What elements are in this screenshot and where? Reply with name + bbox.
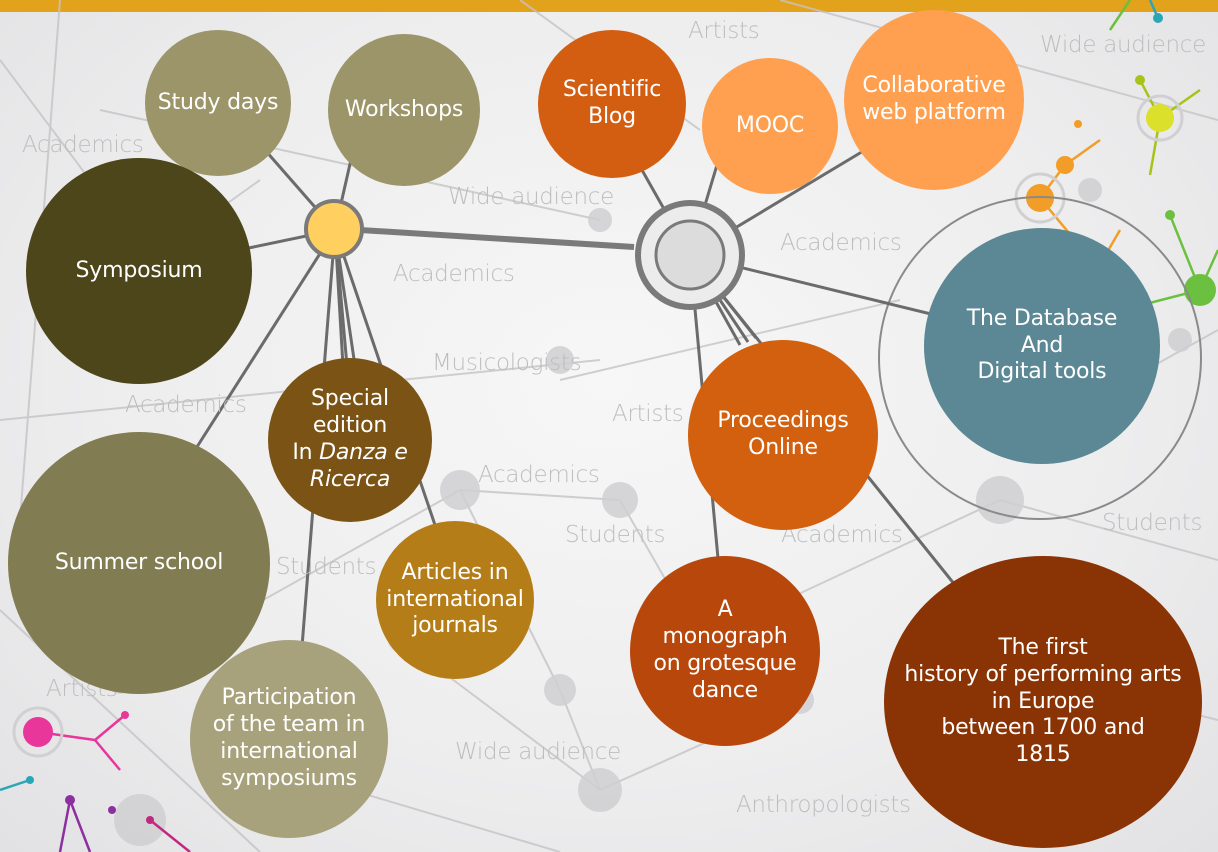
label-academics-mid-left: Academics xyxy=(125,392,247,418)
special-edition-line1: Special xyxy=(311,386,389,412)
monograph-line3: on grotesque xyxy=(653,651,797,676)
first-history-line1: The first xyxy=(998,634,1088,660)
label-wide-audience-top-right: Wide audience xyxy=(1040,32,1206,58)
monograph-line4: dance xyxy=(691,677,759,703)
monograph-line1: A xyxy=(717,597,733,623)
collaborative-line2: web platform xyxy=(862,100,1006,125)
node-summer-school: Summer school xyxy=(8,432,270,694)
top-accent-bar xyxy=(0,0,1218,12)
node-participation: Participation of the team in internation… xyxy=(190,640,388,838)
label-students-right: Students xyxy=(1102,510,1203,536)
articles-line2: international xyxy=(386,586,524,612)
node-special-edition: Special edition In Danza e Ricerca xyxy=(268,358,432,522)
label-students-mid: Students xyxy=(565,522,666,548)
node-database: The Database And Digital tools xyxy=(924,228,1160,464)
special-edition-journal-name-part1: Danza e xyxy=(319,440,408,465)
special-edition-line3-prefix: In xyxy=(292,440,320,465)
node-collaborative-platform: Collaborative web platform xyxy=(844,10,1024,190)
label-anthropologists: Anthropologists xyxy=(736,792,911,818)
label-wide-audience-bottom: Wide audience xyxy=(455,739,621,765)
articles-line1: Articles in xyxy=(401,559,509,585)
first-history-line5: 1815 xyxy=(1015,742,1071,768)
node-workshops: Workshops xyxy=(328,34,480,186)
scientific-blog-line2: Blog xyxy=(588,104,636,129)
node-mooc: MOOC xyxy=(702,58,838,194)
node-summer-school-label: Summer school xyxy=(54,549,224,575)
special-edition-line2: edition xyxy=(312,413,388,439)
articles-line3: journals xyxy=(412,613,498,639)
scientific-blog-line1: Scientific xyxy=(562,77,662,103)
left-hub-node xyxy=(304,199,364,259)
label-students-left: Students xyxy=(276,554,377,580)
node-study-days: Study days xyxy=(145,30,291,176)
node-first-history: The first history of performing arts in … xyxy=(884,556,1202,848)
first-history-line4: between 1700 and xyxy=(941,715,1145,741)
node-mooc-label: MOOC xyxy=(735,112,805,138)
node-proceedings: Proceedings Online xyxy=(688,340,878,530)
proceedings-line1: Proceedings xyxy=(717,408,849,434)
participation-line2: of the team in xyxy=(212,712,366,738)
label-wide-audience-center: Wide audience xyxy=(448,184,614,210)
database-line3: Digital tools xyxy=(977,359,1107,385)
node-workshops-label: Workshops xyxy=(344,96,464,122)
node-scientific-blog: Scientific Blog xyxy=(538,30,686,178)
label-academics-right-of-hub: Academics xyxy=(780,230,902,256)
node-symposium-label: Symposium xyxy=(75,257,203,283)
database-line2: And xyxy=(1020,332,1064,358)
participation-line1: Participation xyxy=(221,685,357,711)
label-musicologists: Musicologists xyxy=(432,350,582,376)
label-academics-mid: Academics xyxy=(478,462,600,488)
database-line1: The Database xyxy=(966,305,1118,331)
proceedings-line2: Online xyxy=(748,435,818,460)
node-monograph: A monograph on grotesque dance xyxy=(630,556,820,746)
node-articles: Articles in international journals xyxy=(376,521,534,679)
label-academics-left: Academics xyxy=(22,132,144,158)
special-edition-journal-name-part2: Ricerca xyxy=(309,466,391,492)
first-history-line3: in Europe xyxy=(991,688,1095,714)
participation-line3: international xyxy=(220,739,358,764)
collaborative-line1: Collaborative xyxy=(862,73,1006,99)
label-academics-center: Academics xyxy=(393,261,515,287)
node-study-days-label: Study days xyxy=(157,89,279,115)
node-symposium: Symposium xyxy=(26,158,252,384)
label-artists-mid: Artists xyxy=(612,401,684,427)
participation-line4: symposiums xyxy=(221,765,357,791)
label-artists-top: Artists xyxy=(688,18,760,44)
right-hub-node xyxy=(654,219,726,291)
monograph-line2: monograph xyxy=(662,624,788,650)
first-history-line2: history of performing arts xyxy=(904,661,1182,687)
